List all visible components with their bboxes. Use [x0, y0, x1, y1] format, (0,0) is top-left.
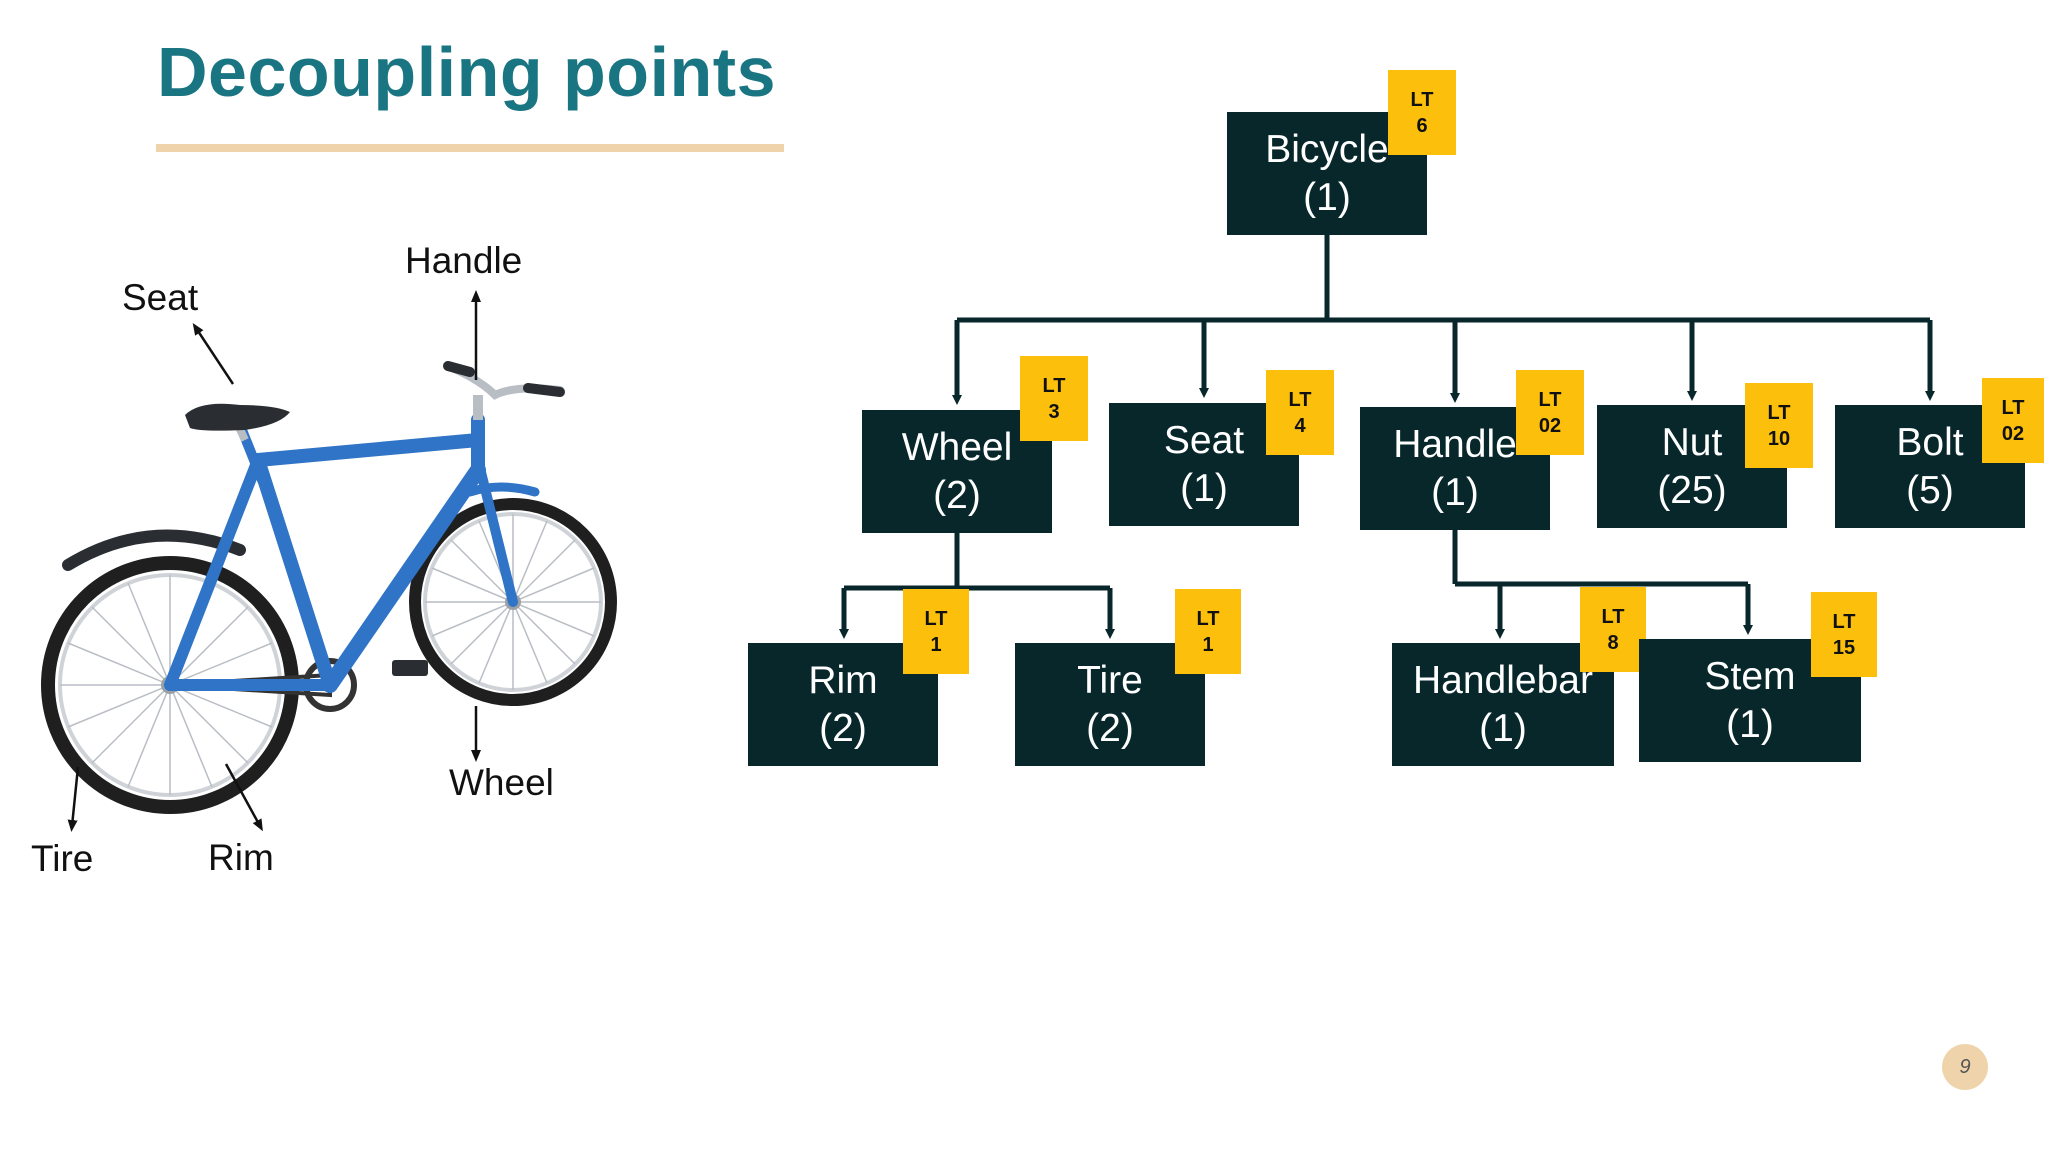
- node-bolt-name: Bolt: [1896, 420, 1964, 464]
- lt-badge-value: 3: [1048, 400, 1060, 423]
- label-wheel: Wheel: [449, 762, 554, 803]
- lt-badge-value: 4: [1294, 414, 1306, 437]
- node-wheel-name: Wheel: [901, 425, 1013, 469]
- lt-badge-value: 8: [1607, 631, 1619, 654]
- node-stem-name: Stem: [1704, 654, 1796, 698]
- lt-badge-stem: LT 15: [1811, 592, 1877, 677]
- node-rim-qty: (2): [819, 706, 867, 750]
- lt-badge-rim: LT 1: [903, 589, 969, 674]
- label-handle: Handle: [405, 240, 523, 281]
- bike-frame: [164, 413, 518, 693]
- bicycle-illustration: [41, 290, 617, 832]
- lt-badge-bolt: LT 02: [1982, 378, 2044, 463]
- lt-badge-bicycle: LT 6: [1388, 70, 1456, 155]
- lt-badge-value: 02: [2001, 422, 2025, 445]
- node-bicycle-name: Bicycle: [1265, 127, 1389, 171]
- node-seat: Seat (1): [1109, 403, 1299, 526]
- node-stem: Stem (1): [1639, 639, 1861, 762]
- seat-pointer: [192, 322, 235, 385]
- page-number-badge: 9: [1942, 1044, 1988, 1090]
- lt-badge-wheel: LT 3: [1020, 356, 1088, 441]
- lt-badge-label: LT: [1538, 388, 1562, 411]
- lt-badge-value: 6: [1416, 114, 1428, 137]
- node-seat-qty: (1): [1180, 466, 1228, 510]
- lt-badge-value: 1: [930, 633, 942, 656]
- node-wheel-qty: (2): [933, 473, 981, 517]
- node-tire-name: Tire: [1077, 658, 1143, 702]
- slide-title: Decoupling points: [157, 33, 777, 111]
- node-tire: Tire (2): [1015, 643, 1205, 766]
- lt-badge-value: 1: [1202, 633, 1214, 656]
- lt-badge-label: LT: [1767, 401, 1791, 424]
- pointer-arrows: [67, 290, 481, 832]
- tree-connectors: [839, 234, 1935, 639]
- node-nut: Nut (25): [1597, 405, 1787, 528]
- lt-badge-handlebar: LT 8: [1580, 587, 1646, 672]
- lt-badge-label: LT: [1410, 88, 1434, 111]
- tire-pointer: [67, 766, 80, 832]
- node-handlebar-name: Handlebar: [1413, 658, 1593, 702]
- lt-badge-seat: LT 4: [1266, 370, 1334, 455]
- node-handlebar: Handlebar (1): [1392, 643, 1614, 766]
- lt-badge-label: LT: [1832, 610, 1856, 633]
- node-tire-qty: (2): [1086, 706, 1134, 750]
- lt-badge-tire: LT 1: [1175, 589, 1241, 674]
- rear-fender: [62, 529, 246, 571]
- label-tire: Tire: [31, 838, 94, 879]
- node-handle-name: Handle: [1393, 422, 1517, 466]
- lt-badge-label: LT: [1196, 607, 1220, 630]
- lt-badge-label: LT: [1288, 388, 1312, 411]
- node-handlebar-qty: (1): [1479, 706, 1527, 750]
- node-bicycle-qty: (1): [1303, 175, 1351, 219]
- node-rim-name: Rim: [808, 658, 878, 702]
- node-nut-qty: (25): [1657, 468, 1727, 512]
- lt-badge-nut: LT 10: [1745, 383, 1813, 468]
- front-fender: [465, 482, 540, 497]
- rim-pointer: [224, 763, 263, 832]
- node-handle-qty: (1): [1431, 470, 1479, 514]
- lt-badge-label: LT: [1601, 605, 1625, 628]
- lt-badge-value: 10: [1767, 427, 1791, 450]
- lt-badge-label: LT: [2001, 396, 2025, 419]
- lt-badge-handle: LT 02: [1516, 370, 1584, 455]
- label-rim: Rim: [208, 837, 274, 878]
- lt-badge-value: 15: [1832, 636, 1856, 659]
- lt-badge-label: LT: [924, 607, 948, 630]
- node-seat-name: Seat: [1163, 418, 1245, 462]
- saddle: [185, 403, 290, 431]
- label-seat: Seat: [122, 277, 199, 318]
- node-stem-qty: (1): [1726, 702, 1774, 746]
- lt-badge-label: LT: [1042, 374, 1066, 397]
- node-nut-name: Nut: [1661, 420, 1723, 464]
- lt-badge-value: 02: [1538, 414, 1562, 437]
- node-bolt-qty: (5): [1906, 468, 1954, 512]
- title-underline: [156, 144, 784, 152]
